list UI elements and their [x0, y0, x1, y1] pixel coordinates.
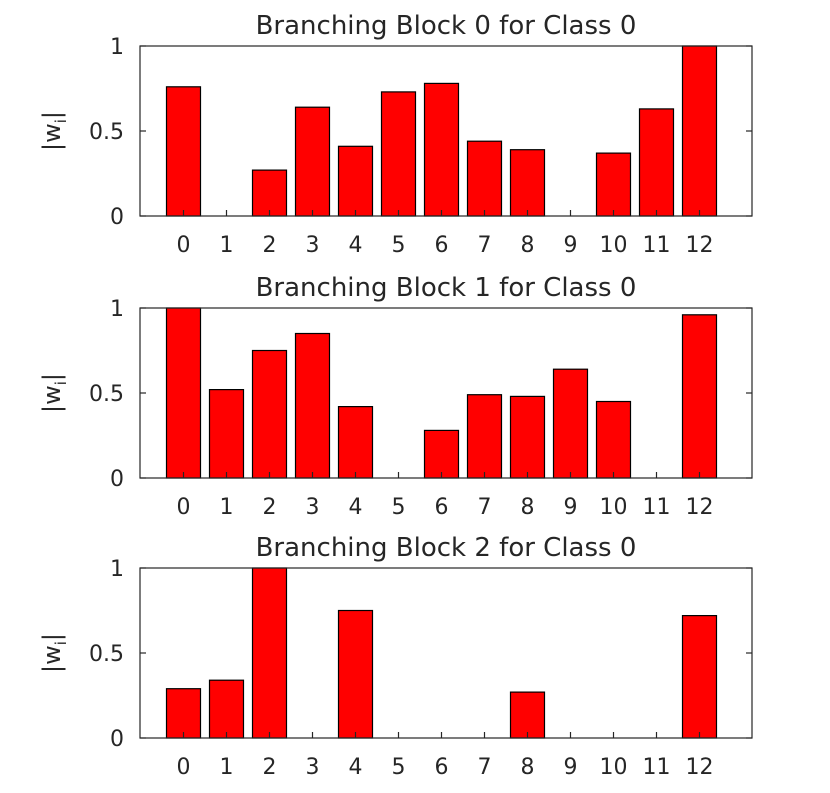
y-axis-label: |wi|: [38, 111, 70, 151]
y-tick-label: 0: [110, 467, 124, 492]
bar-1: [208, 679, 245, 739]
x-tick-label: 7: [478, 495, 492, 520]
x-tick-label: 8: [521, 495, 535, 520]
x-tick-label: 0: [177, 755, 191, 780]
x-tick-label: 0: [177, 233, 191, 258]
chart-title: Branching Block 0 for Class 0: [256, 11, 637, 41]
y-tick-label: 0.5: [89, 382, 124, 407]
y-axis-label: |wi|: [38, 373, 70, 413]
bar-0: [165, 688, 202, 739]
bar-2: [251, 169, 288, 217]
bar-0: [165, 307, 202, 479]
bar-8: [509, 691, 546, 739]
bar-2: [251, 567, 288, 739]
x-tick-label: 11: [643, 755, 671, 780]
bar-9: [552, 368, 589, 479]
x-tick-label: 0: [177, 495, 191, 520]
y-axis-label-subscript: i: [52, 119, 70, 123]
y-axis-label-close: |: [38, 633, 66, 641]
y-tick-label: 1: [110, 297, 124, 322]
y-axis-label-main: |w: [38, 645, 66, 673]
y-axis-label-close: |: [38, 373, 66, 381]
bar-4: [337, 609, 374, 739]
y-tick-label: 0: [110, 727, 124, 752]
bar-10: [595, 152, 632, 217]
bar-4: [337, 145, 374, 217]
bar-7: [466, 394, 503, 479]
x-tick-label: 1: [220, 755, 234, 780]
bar-0: [165, 86, 202, 217]
x-tick-label: 4: [349, 233, 363, 258]
y-tick-label: 1: [110, 35, 124, 60]
x-tick-label: 4: [349, 495, 363, 520]
bar-5: [380, 91, 417, 217]
x-tick-label: 11: [643, 495, 671, 520]
x-tick-label: 3: [306, 755, 320, 780]
y-tick-label: 0.5: [89, 642, 124, 667]
x-tick-label: 11: [643, 233, 671, 258]
x-tick-label: 7: [478, 755, 492, 780]
x-tick-label: 3: [306, 233, 320, 258]
bar-6: [423, 429, 460, 479]
bar-1: [208, 389, 245, 479]
x-tick-label: 3: [306, 495, 320, 520]
bar-3: [294, 106, 331, 217]
bar-4: [337, 406, 374, 479]
x-tick-label: 5: [392, 233, 406, 258]
x-tick-label: 12: [686, 495, 714, 520]
x-tick-label: 2: [263, 495, 277, 520]
x-tick-label: 2: [263, 233, 277, 258]
x-tick-label: 6: [435, 755, 449, 780]
bar-10: [595, 400, 632, 479]
x-tick-label: 9: [564, 495, 578, 520]
x-tick-label: 10: [600, 755, 628, 780]
bar-12: [681, 45, 718, 217]
y-tick-label: 0: [110, 205, 124, 230]
y-axis-label-subscript: i: [52, 381, 70, 385]
x-tick-label: 4: [349, 755, 363, 780]
bar-7: [466, 140, 503, 217]
x-tick-label: 1: [220, 233, 234, 258]
x-tick-label: 7: [478, 233, 492, 258]
x-tick-label: 10: [600, 233, 628, 258]
y-axis-label-main: |w: [38, 385, 66, 413]
x-tick-label: 5: [392, 755, 406, 780]
bar-6: [423, 82, 460, 217]
y-tick-label: 1: [110, 557, 124, 582]
bar-3: [294, 332, 331, 479]
bar-8: [509, 395, 546, 479]
x-tick-label: 10: [600, 495, 628, 520]
x-tick-label: 9: [564, 233, 578, 258]
chart-title: Branching Block 1 for Class 0: [256, 273, 637, 303]
x-tick-label: 9: [564, 755, 578, 780]
y-axis-label-main: |w: [38, 123, 66, 151]
x-tick-label: 8: [521, 233, 535, 258]
y-axis-label-subscript: i: [52, 641, 70, 645]
y-axis-label: |wi|: [38, 633, 70, 673]
x-tick-label: 5: [392, 495, 406, 520]
chart-title: Branching Block 2 for Class 0: [256, 533, 637, 563]
bar-12: [681, 614, 718, 739]
bar-11: [638, 108, 675, 217]
bar-2: [251, 349, 288, 479]
x-tick-label: 1: [220, 495, 234, 520]
bar-12: [681, 314, 718, 479]
bar-8: [509, 149, 546, 217]
x-tick-label: 12: [686, 755, 714, 780]
x-tick-label: 6: [435, 233, 449, 258]
y-tick-label: 0.5: [89, 120, 124, 145]
x-tick-label: 6: [435, 495, 449, 520]
x-tick-label: 12: [686, 233, 714, 258]
x-tick-label: 8: [521, 755, 535, 780]
x-tick-label: 2: [263, 755, 277, 780]
y-axis-label-close: |: [38, 111, 66, 119]
